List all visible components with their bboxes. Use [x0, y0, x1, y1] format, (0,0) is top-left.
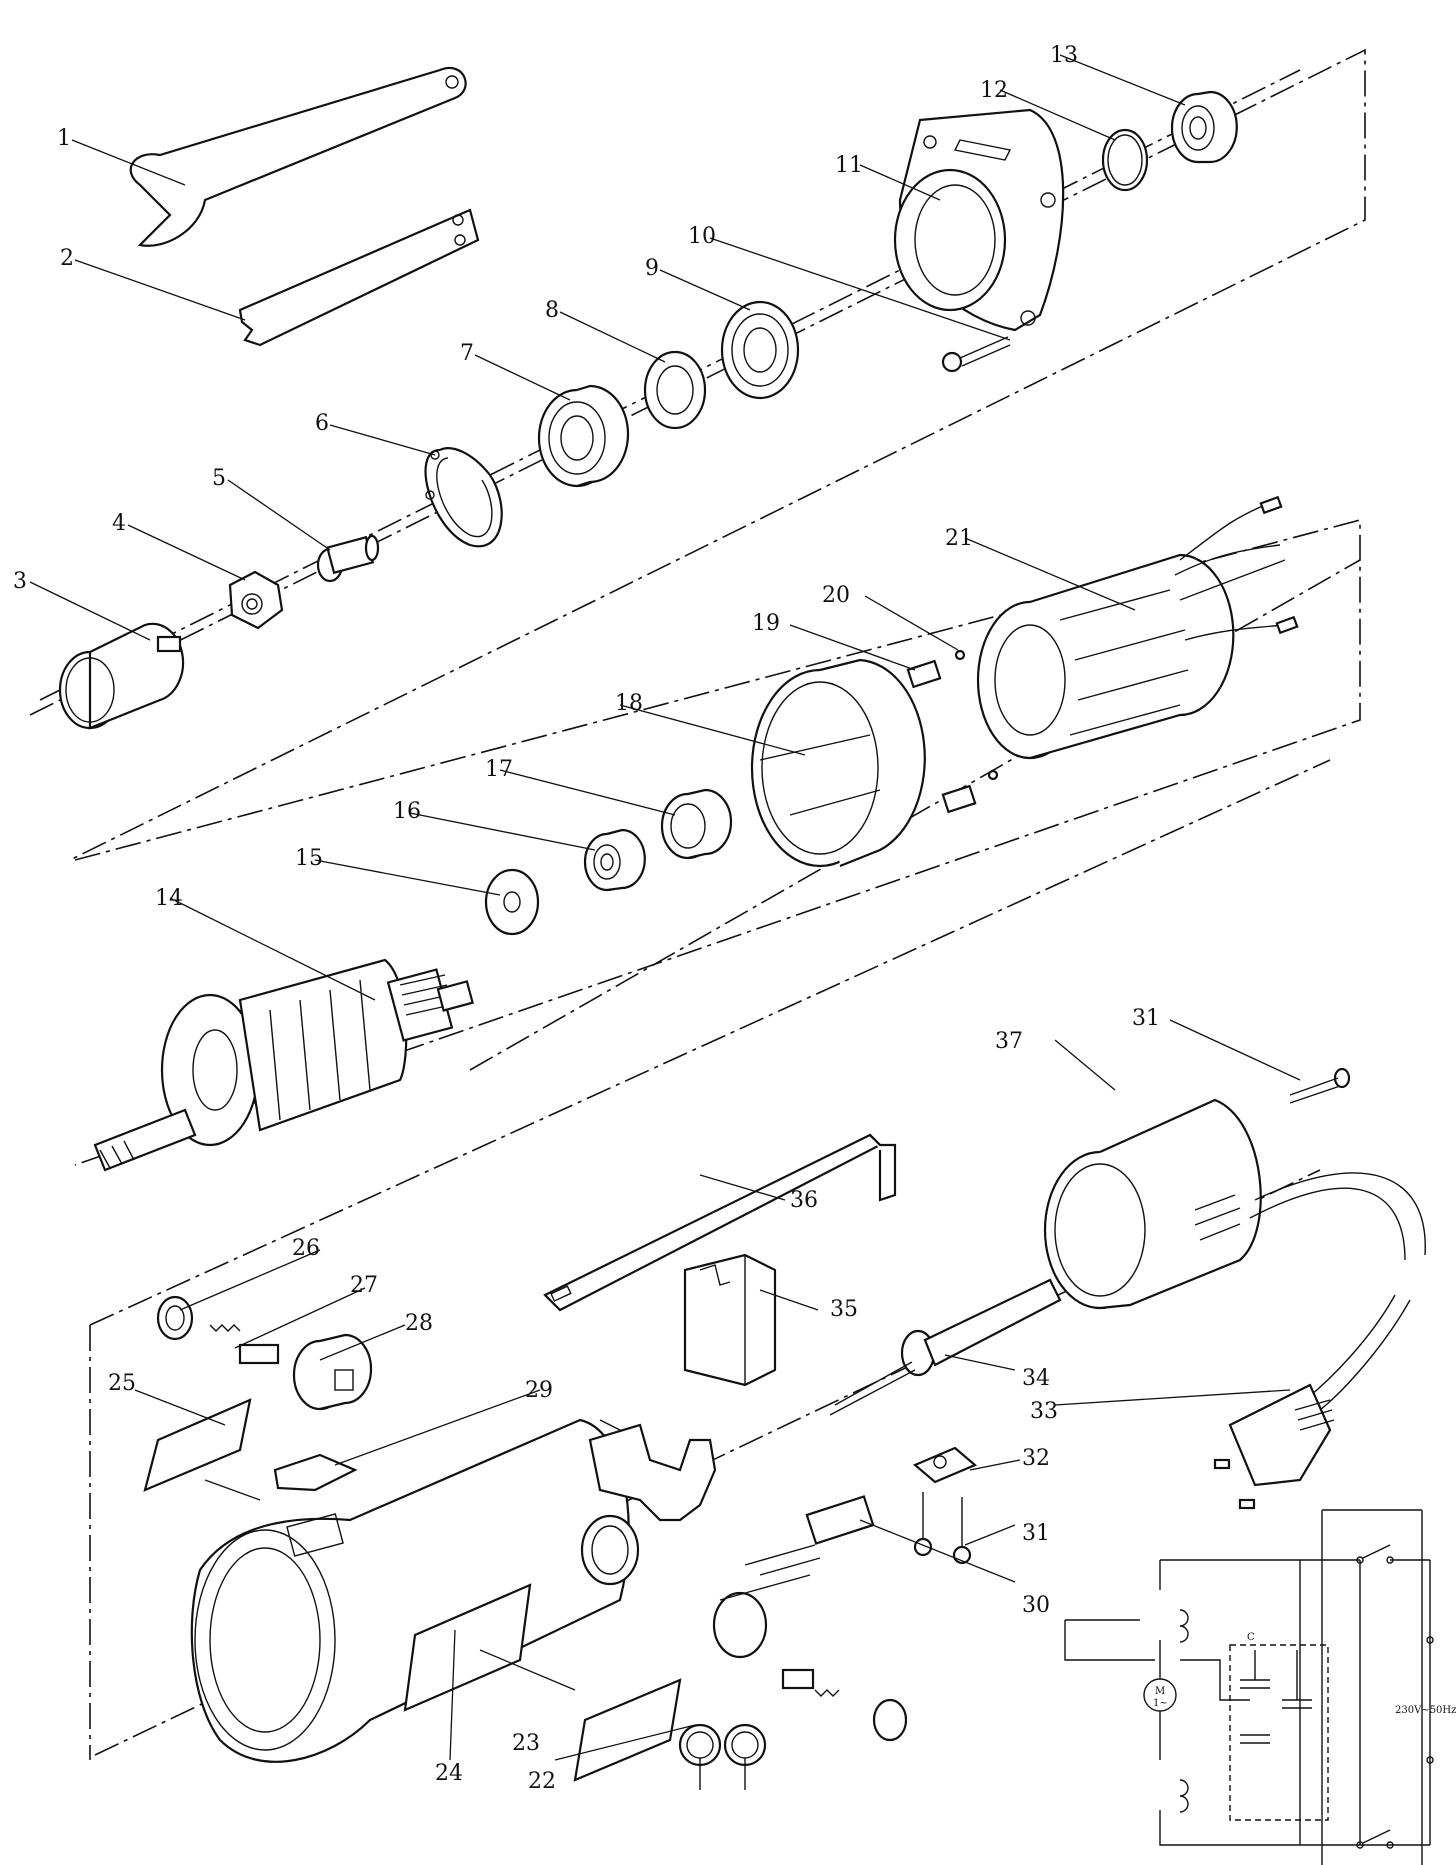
label-22: 22 — [528, 1769, 556, 1794]
label-11: 11 — [835, 153, 863, 178]
wiring-schematic: M 1~ C 230V~50Hz — [1064, 1509, 1456, 1865]
label-19: 19 — [752, 611, 780, 636]
part-spacer-19 — [906, 659, 977, 814]
part-bearing-13 — [1170, 90, 1238, 164]
supply-voltage-label: 230V~50Hz — [1395, 1705, 1456, 1716]
label-15: 15 — [295, 846, 323, 871]
part-ring-8 — [643, 350, 707, 430]
label-25: 25 — [108, 1371, 136, 1396]
part-switch-button-29 — [273, 1453, 358, 1492]
part-rear-cover-37 — [1043, 1098, 1262, 1310]
label-21: 21 — [945, 526, 973, 551]
part-number-labels: 1 2 3 4 5 6 7 8 9 10 11 12 13 14 15 16 1… — [13, 43, 1160, 1794]
part-circlip-6 — [424, 447, 503, 548]
part-cable-33 — [1213, 1172, 1426, 1510]
label-14: 14 — [155, 886, 183, 911]
part-seal-9 — [720, 300, 800, 400]
label-9: 9 — [645, 256, 659, 281]
label-34: 34 — [1022, 1366, 1050, 1391]
part-label-23 — [573, 1678, 682, 1782]
label-2: 2 — [60, 246, 74, 271]
part-flange-11 — [893, 108, 1065, 332]
part-brush-holder-28 — [292, 1333, 373, 1411]
label-13: 13 — [1050, 43, 1078, 68]
part-bearing-16 — [583, 828, 646, 892]
part-terminal-30 — [719, 1495, 875, 1601]
label-31-upper: 31 — [1132, 1006, 1160, 1031]
part-nut-4 — [228, 570, 284, 630]
label-12: 12 — [980, 78, 1008, 103]
label-20: 20 — [822, 583, 850, 608]
motor-label: M — [1155, 1686, 1165, 1697]
label-6: 6 — [315, 411, 329, 436]
label-23: 23 — [512, 1731, 540, 1756]
label-17: 17 — [485, 757, 513, 782]
label-4: 4 — [112, 511, 126, 536]
label-7: 7 — [460, 341, 474, 366]
label-28: 28 — [405, 1311, 433, 1336]
part-baffle-18 — [750, 658, 926, 868]
label-24: 24 — [435, 1761, 463, 1786]
part-lever-36 — [543, 1133, 897, 1312]
label-33: 33 — [1030, 1399, 1058, 1424]
part-ring-12 — [1101, 128, 1149, 192]
part-bearing-7 — [537, 384, 630, 488]
part-switch-35 — [683, 1253, 777, 1387]
label-37: 37 — [995, 1029, 1023, 1054]
part-armature-14 — [93, 958, 474, 1172]
label-5: 5 — [212, 466, 226, 491]
label-16: 16 — [393, 799, 421, 824]
part-cord-guard-34 — [829, 1278, 1062, 1416]
part-label-25 — [143, 1398, 252, 1492]
part-pin-20 — [954, 649, 999, 781]
leader-lines — [29, 54, 1301, 1761]
part-cover-bracket — [588, 1423, 717, 1522]
part-collet-5 — [316, 534, 380, 583]
label-31-lower: 31 — [1022, 1521, 1050, 1546]
label-30: 30 — [1022, 1593, 1050, 1618]
part-nut-22 — [678, 1723, 767, 1790]
capacitor-label: C — [1247, 1632, 1255, 1643]
part-cap-3 — [58, 622, 185, 730]
part-screw-10 — [941, 336, 1011, 373]
motor-sub-label: 1~ — [1153, 1698, 1168, 1709]
label-8: 8 — [545, 298, 559, 323]
label-10: 10 — [688, 224, 716, 249]
part-housing-24 — [190, 1418, 661, 1763]
part-bushing-17 — [660, 788, 733, 860]
part-spanner-2 — [238, 208, 480, 347]
label-18: 18 — [615, 691, 643, 716]
part-carbon-brush-27 — [209, 1324, 280, 1365]
part-washer-15 — [484, 868, 540, 936]
label-27: 27 — [350, 1273, 378, 1298]
label-29: 29 — [525, 1378, 553, 1403]
label-26: 26 — [292, 1236, 320, 1261]
part-screw-31-upper — [1289, 1067, 1351, 1104]
part-wrench-1 — [129, 66, 467, 247]
part-brush-assembly-right — [712, 1591, 908, 1742]
label-36: 36 — [790, 1188, 818, 1213]
part-stator-21 — [976, 495, 1299, 760]
part-cord-clamp-32 — [912, 1446, 978, 1484]
label-35: 35 — [830, 1297, 858, 1322]
label-1: 1 — [57, 126, 71, 151]
part-brush-holder-cap-26 — [156, 1295, 194, 1341]
label-3: 3 — [13, 569, 27, 594]
label-32: 32 — [1022, 1446, 1050, 1471]
